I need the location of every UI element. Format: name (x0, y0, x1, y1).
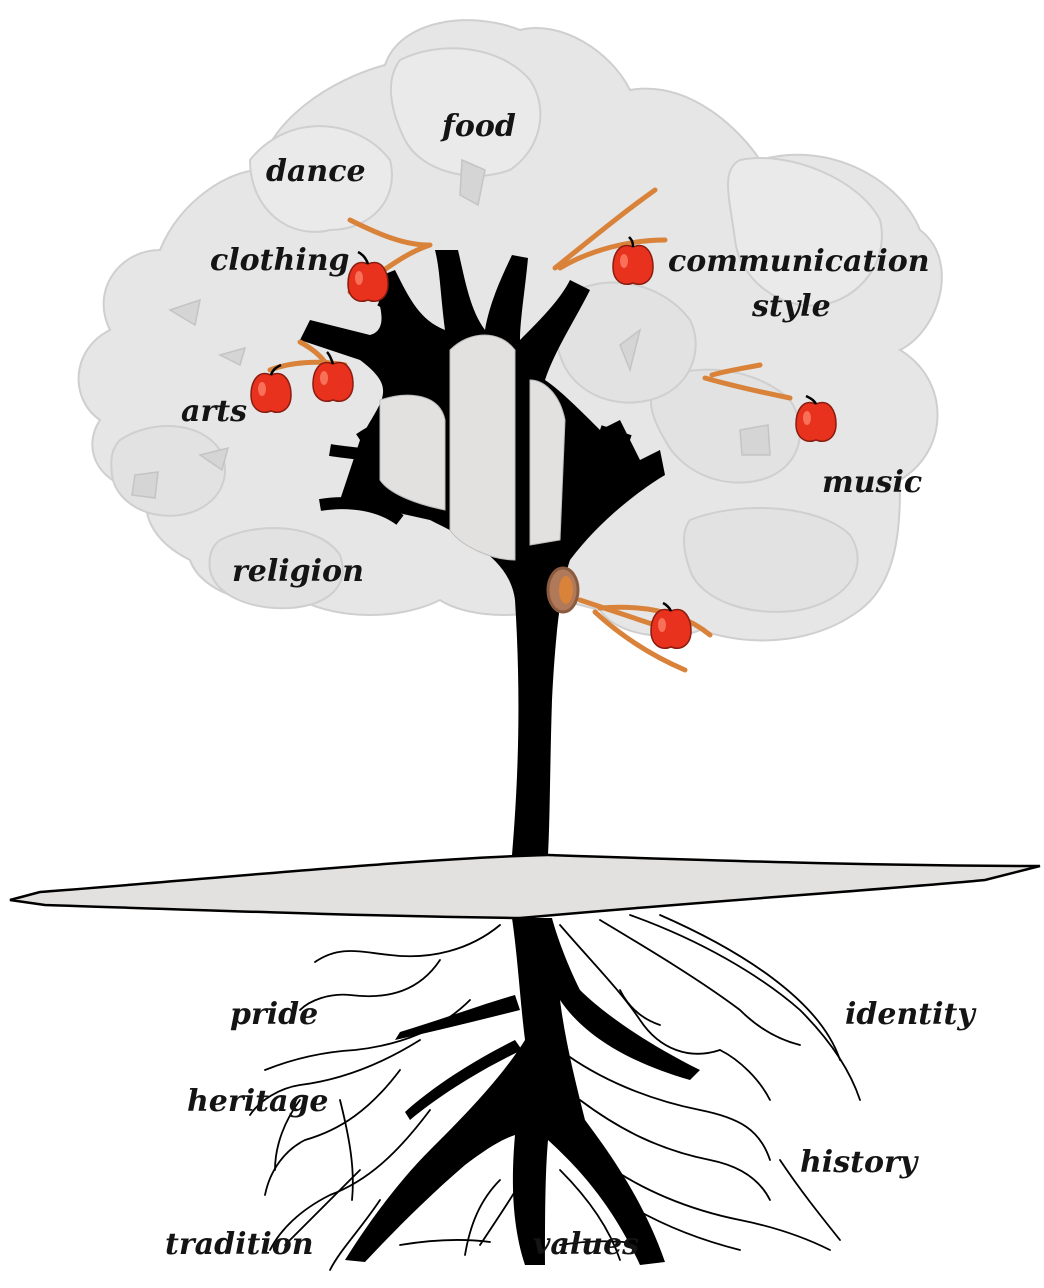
label-pride: pride (230, 1000, 318, 1030)
label-tradition: tradition (165, 1230, 314, 1260)
label-religion: religion (232, 557, 364, 587)
label-arts: arts (181, 397, 247, 427)
label-identity: identity (845, 1000, 975, 1030)
label-food: food (442, 112, 516, 142)
label-music: music (822, 468, 922, 498)
label-history: history (800, 1148, 917, 1178)
label-values: values (533, 1230, 639, 1260)
tree-roots (345, 918, 700, 1265)
label-communication: communication (668, 247, 930, 277)
branch-knot (548, 568, 578, 612)
label-dance: dance (266, 157, 366, 187)
ground-plane (10, 855, 1040, 918)
label-style: style (752, 292, 831, 322)
label-clothing: clothing (210, 246, 350, 276)
label-heritage: heritage (187, 1087, 328, 1117)
